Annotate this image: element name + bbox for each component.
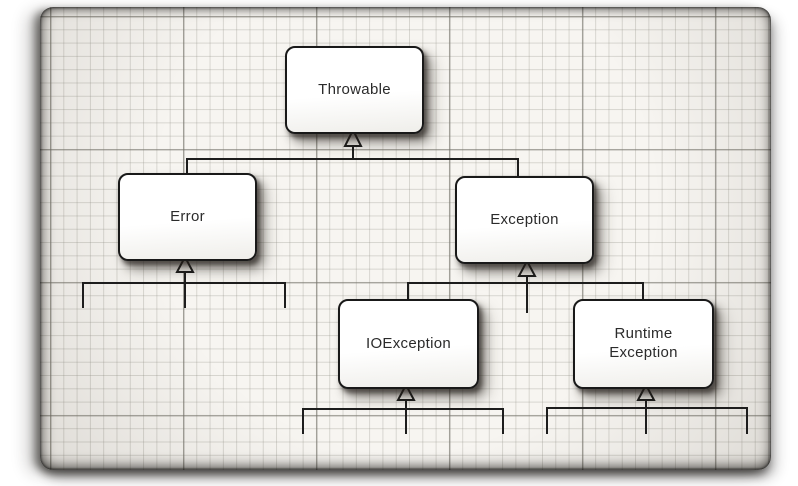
graph-paper-page: Throwable Error Exception IOException Ru… — [40, 7, 771, 470]
class-box-error: Error — [118, 173, 257, 261]
edge-throwable-children — [186, 127, 519, 176]
class-label-ioexception: IOException — [365, 334, 451, 352]
class-label-throwable: Throwable — [318, 80, 391, 98]
class-label-exception: Exception — [490, 210, 559, 228]
edge-runtime-subclasses — [546, 382, 748, 434]
class-box-throwable: Throwable — [285, 46, 424, 134]
class-box-runtime-exception: Runtime Exception — [573, 299, 714, 389]
class-label-runtime-exception: Runtime Exception — [609, 325, 678, 361]
inheritance-connectors — [82, 127, 748, 434]
class-box-ioexception: IOException — [338, 299, 479, 389]
edge-ioexception-subclasses — [302, 382, 504, 434]
class-box-exception: Exception — [455, 176, 594, 264]
class-label-error: Error — [170, 207, 205, 225]
edge-error-subclasses — [82, 254, 286, 308]
edge-exception-children — [407, 258, 644, 313]
